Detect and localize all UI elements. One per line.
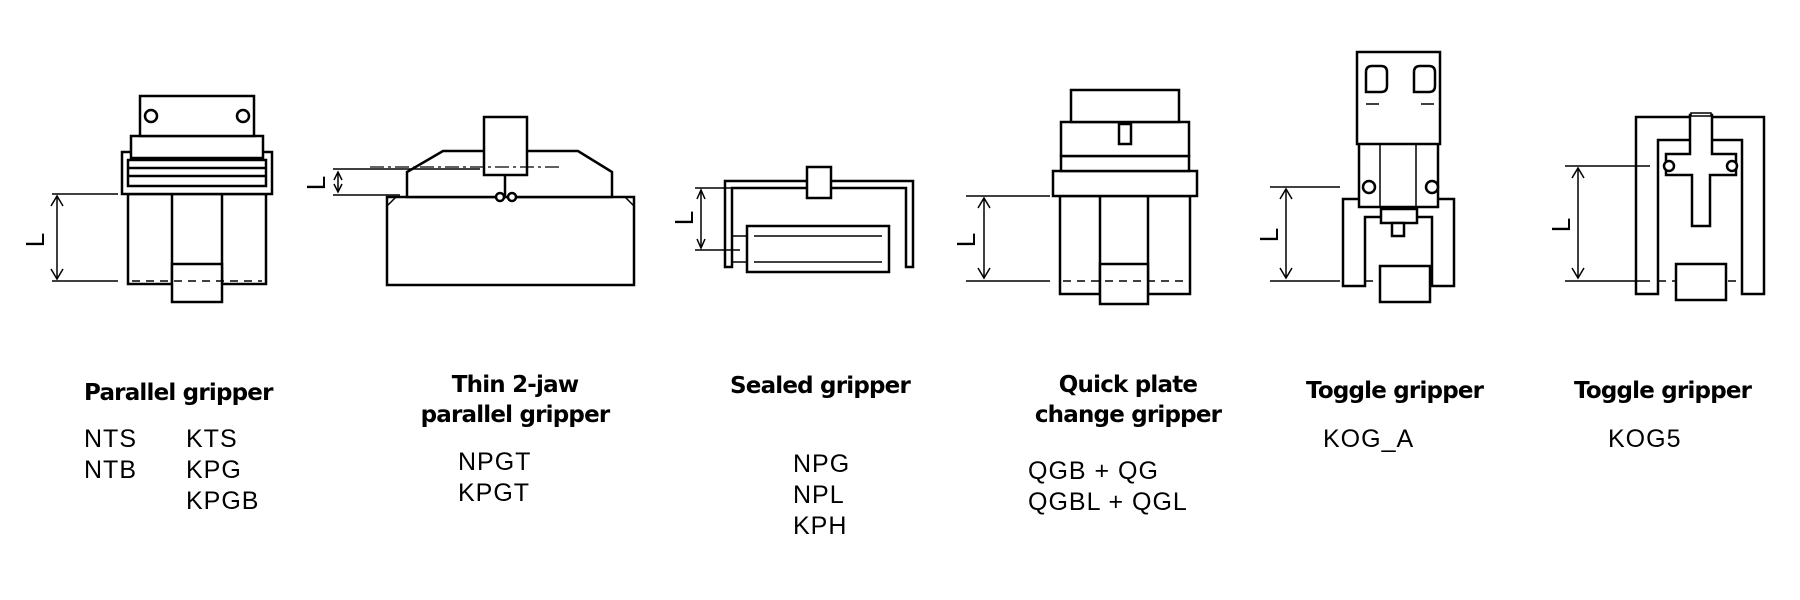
model-code: KPGB	[186, 487, 260, 515]
gripper-drawings: L L L L L L	[20, 50, 1766, 306]
model-code: NPGT	[458, 448, 532, 476]
model-code: KOG_A	[1323, 425, 1415, 453]
model-code: NTS	[84, 425, 137, 453]
dimension-label-l: L	[1254, 228, 1284, 242]
title-line: Parallel gripper	[84, 380, 273, 406]
dimension-label-l: L	[301, 176, 331, 190]
model-code-list: KTS KPG KPGB	[186, 424, 259, 517]
thin-2-jaw-gripper-drawing	[333, 115, 636, 287]
dimension-label-l: L	[1546, 218, 1576, 232]
group-title: Toggle gripper	[1306, 376, 1484, 406]
group-title: Quick plate change gripper	[1030, 370, 1226, 430]
dimension-label-l: L	[951, 233, 981, 247]
model-code: QGBL + QGL	[1028, 488, 1188, 516]
quick-plate-change-gripper-drawing	[966, 88, 1199, 306]
model-code-list: QGB + QG QGBL + QGL	[1028, 456, 1188, 518]
model-code: KTS	[186, 425, 238, 453]
model-code-list: NTS NTB	[84, 424, 137, 486]
model-code: KOG5	[1608, 425, 1682, 453]
model-code: QGB + QG	[1028, 457, 1159, 485]
title-line: Sealed gripper	[730, 373, 911, 399]
title-line: parallel gripper	[420, 402, 611, 428]
model-code-list: NPGT KPGT	[458, 447, 531, 509]
toggle-gripper-5-drawing	[1565, 112, 1766, 302]
dimension-label-l: L	[669, 211, 699, 225]
group-title: Parallel gripper	[84, 378, 273, 408]
title-line: change gripper	[1034, 402, 1222, 428]
parallel-gripper-drawing	[50, 94, 274, 304]
toggle-gripper-a-drawing	[1270, 50, 1456, 304]
model-code: KPGT	[458, 479, 531, 507]
title-line: Toggle gripper	[1306, 378, 1484, 404]
dimension-label-l: L	[20, 233, 50, 247]
title-line: Quick plate	[1058, 372, 1198, 398]
model-code-list: NPG NPL KPH	[793, 449, 850, 542]
model-code: KPH	[793, 512, 848, 540]
model-code-list: KOG_A	[1323, 424, 1414, 455]
model-code-list: KOG5	[1608, 424, 1681, 455]
group-title: Toggle gripper	[1574, 376, 1752, 406]
sealed-gripper-drawing	[695, 165, 915, 274]
model-code: NTB	[84, 456, 137, 484]
title-line: Thin 2-jaw	[451, 372, 579, 398]
model-code: NPG	[793, 450, 851, 478]
model-code: NPL	[793, 481, 845, 509]
group-title: Sealed gripper	[725, 371, 915, 401]
model-code: KPG	[186, 456, 242, 484]
title-line: Toggle gripper	[1574, 378, 1752, 404]
group-title: Thin 2-jaw parallel gripper	[415, 370, 615, 430]
